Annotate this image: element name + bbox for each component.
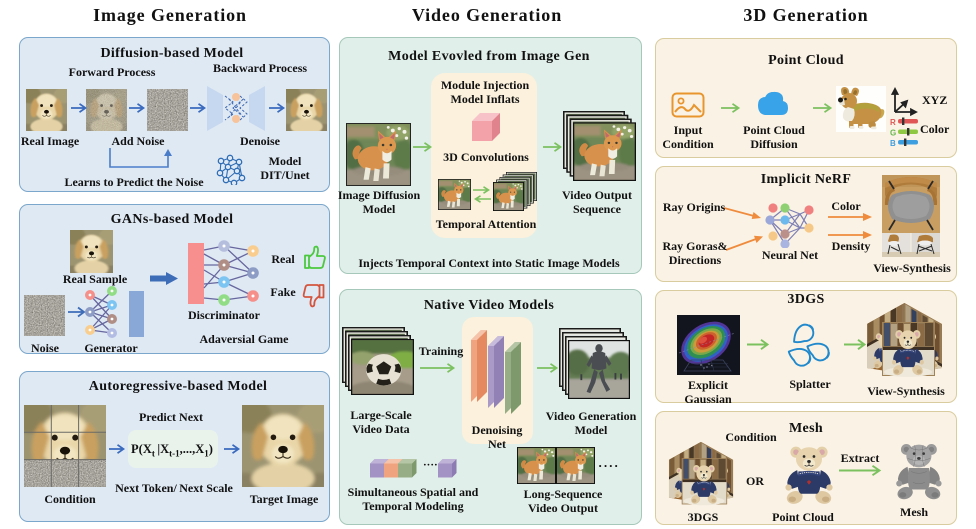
svg-text:G: G xyxy=(890,129,896,138)
svg-text:R: R xyxy=(890,118,896,127)
svg-text:B: B xyxy=(890,139,896,148)
